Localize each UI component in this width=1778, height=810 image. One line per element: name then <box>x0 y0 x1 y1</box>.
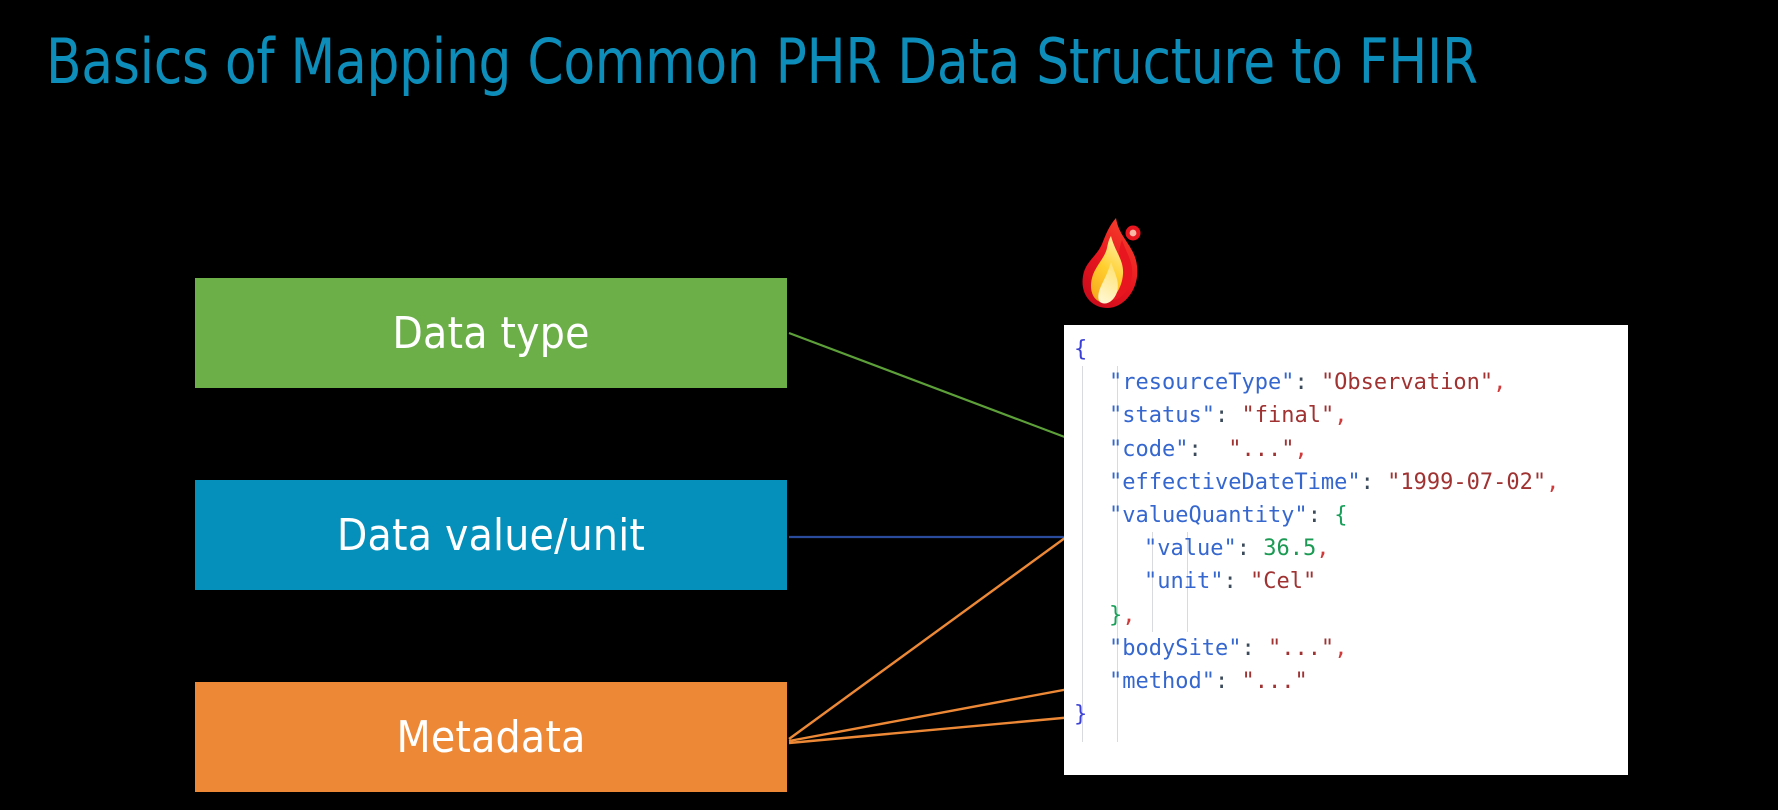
json-token-str: "1999-07-02" <box>1387 469 1547 495</box>
json-token-str: "..." <box>1267 635 1335 661</box>
indent-guide <box>1187 532 1188 632</box>
json-token-punc: : <box>1188 436 1229 462</box>
indent-guide <box>1152 532 1153 632</box>
json-token-comma: , <box>1294 436 1308 462</box>
json-token-punc: : <box>1214 403 1242 429</box>
json-token-punc: : <box>1294 370 1321 396</box>
indent-guide <box>1117 366 1118 742</box>
json-token-str: "..." <box>1241 668 1308 694</box>
json-token-comma: , <box>1493 370 1507 396</box>
json-token-punc: : <box>1307 502 1335 528</box>
json-code-line: "value": 36.5, <box>1064 532 1628 565</box>
json-code-line: "bodySite": "...", <box>1064 632 1628 665</box>
concept-box-metadata[interactable]: Metadata <box>195 682 787 792</box>
json-code-line: } <box>1064 698 1628 731</box>
json-token-key: "code" <box>1109 436 1189 462</box>
json-token-str: "final" <box>1241 403 1335 429</box>
json-token-brace2: } <box>1109 602 1123 628</box>
json-token-punc: : <box>1214 668 1242 694</box>
json-token-key: "value" <box>1144 536 1237 562</box>
json-token-num: 36.5 <box>1263 536 1317 562</box>
json-code-panel: {"resourceType": "Observation","status":… <box>1064 325 1628 775</box>
json-token-punc: : <box>1236 536 1264 562</box>
json-code-line: "effectiveDateTime": "1999-07-02", <box>1064 466 1628 499</box>
json-token-key: "effectiveDateTime" <box>1109 469 1361 495</box>
json-token-key: "resourceType" <box>1109 370 1295 396</box>
page-title: Basics of Mapping Common PHR Data Struct… <box>46 25 1478 98</box>
json-token-comma: , <box>1316 536 1330 562</box>
json-code-line: }, <box>1064 599 1628 632</box>
json-token-key: "unit" <box>1144 569 1224 595</box>
json-token-brace: { <box>1074 337 1088 362</box>
json-token-punc: : <box>1360 469 1388 495</box>
json-code-text: {"resourceType": "Observation","status":… <box>1064 325 1628 731</box>
json-code-line: "unit": "Cel" <box>1064 565 1628 598</box>
concept-box-data-value[interactable]: Data value/unit <box>195 480 787 590</box>
json-token-brace2: { <box>1334 502 1348 528</box>
json-token-comma: , <box>1546 469 1560 495</box>
json-token-punc: : <box>1223 569 1250 595</box>
indent-guide <box>1082 366 1083 742</box>
json-token-comma: , <box>1334 635 1348 661</box>
json-code-line: { <box>1064 333 1628 366</box>
json-code-line: "method": "..." <box>1064 665 1628 698</box>
json-token-key: "status" <box>1109 403 1215 429</box>
json-code-line: "code": "...", <box>1064 433 1628 466</box>
fhir-flame-icon <box>1082 218 1141 308</box>
json-code-line: "resourceType": "Observation", <box>1064 366 1628 399</box>
concept-box-label: Metadata <box>396 711 586 763</box>
json-token-key: "valueQuantity" <box>1109 502 1308 528</box>
json-token-key: "method" <box>1109 668 1215 694</box>
json-code-line: "valueQuantity": { <box>1064 499 1628 532</box>
json-token-str: "Cel" <box>1249 569 1317 595</box>
json-token-str: "..." <box>1228 436 1295 462</box>
json-token-brace: } <box>1074 702 1088 728</box>
concept-box-data-type[interactable]: Data type <box>195 278 787 388</box>
json-token-key: "bodySite" <box>1109 635 1242 661</box>
concept-box-label: Data value/unit <box>336 509 646 561</box>
json-token-comma: , <box>1334 403 1348 429</box>
concept-box-label: Data type <box>392 307 590 359</box>
json-code-line: "status": "final", <box>1064 399 1628 432</box>
json-token-comma: , <box>1122 602 1136 628</box>
json-token-punc: : <box>1241 635 1268 661</box>
json-token-str: "Observation" <box>1320 370 1494 396</box>
